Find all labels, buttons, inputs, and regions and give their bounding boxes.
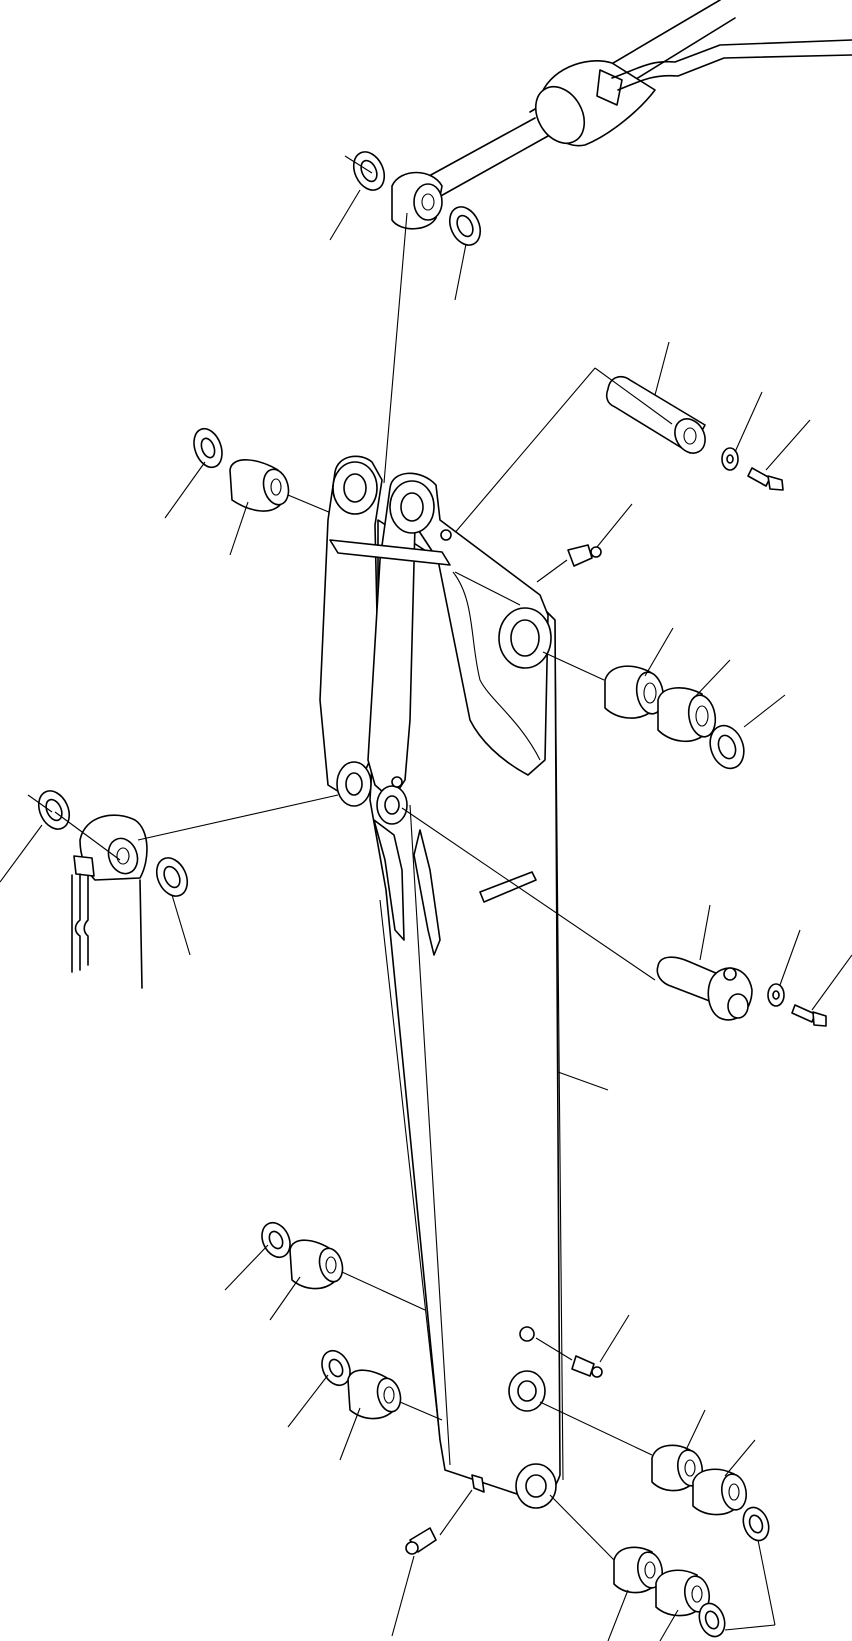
link-pin [657, 957, 752, 1020]
bucket-link [72, 815, 147, 988]
washer-lower-left-1 [257, 1218, 296, 1262]
washer-top-left [189, 425, 227, 471]
shim [480, 872, 536, 902]
top-pin-washer [722, 448, 738, 470]
bucket-cylinder [418, 0, 852, 202]
bushing-lower-right-3 [614, 1547, 665, 1592]
top-pin [607, 377, 711, 459]
washer-link-right [151, 853, 193, 901]
washer-cylinder-right [444, 202, 486, 250]
bushing-top-left [230, 460, 292, 511]
link-pin-bolt [792, 1005, 826, 1026]
bushing-lower-left-2 [348, 1370, 404, 1418]
grease-fitting-top [568, 545, 601, 566]
bushing-lower-left-1 [290, 1240, 346, 1288]
arm-assembly [320, 456, 563, 1508]
bushing-mid-2 [658, 688, 718, 741]
link-pin-washer [768, 984, 784, 1006]
washer-lower-right-2 [695, 1600, 729, 1640]
washer-lower-left-2 [317, 1346, 356, 1390]
bushing-mid-1 [605, 666, 666, 718]
washer-link-left [33, 786, 75, 834]
cylinder-rod-bushing [392, 173, 442, 229]
washer-lower-right-1 [739, 1504, 773, 1544]
grease-fitting-bottom [406, 1528, 436, 1554]
washer-mid [704, 721, 749, 773]
bushing-lower-right-2 [693, 1469, 749, 1514]
grease-fitting-lower [572, 1356, 602, 1377]
top-pin-bolt [748, 468, 783, 490]
